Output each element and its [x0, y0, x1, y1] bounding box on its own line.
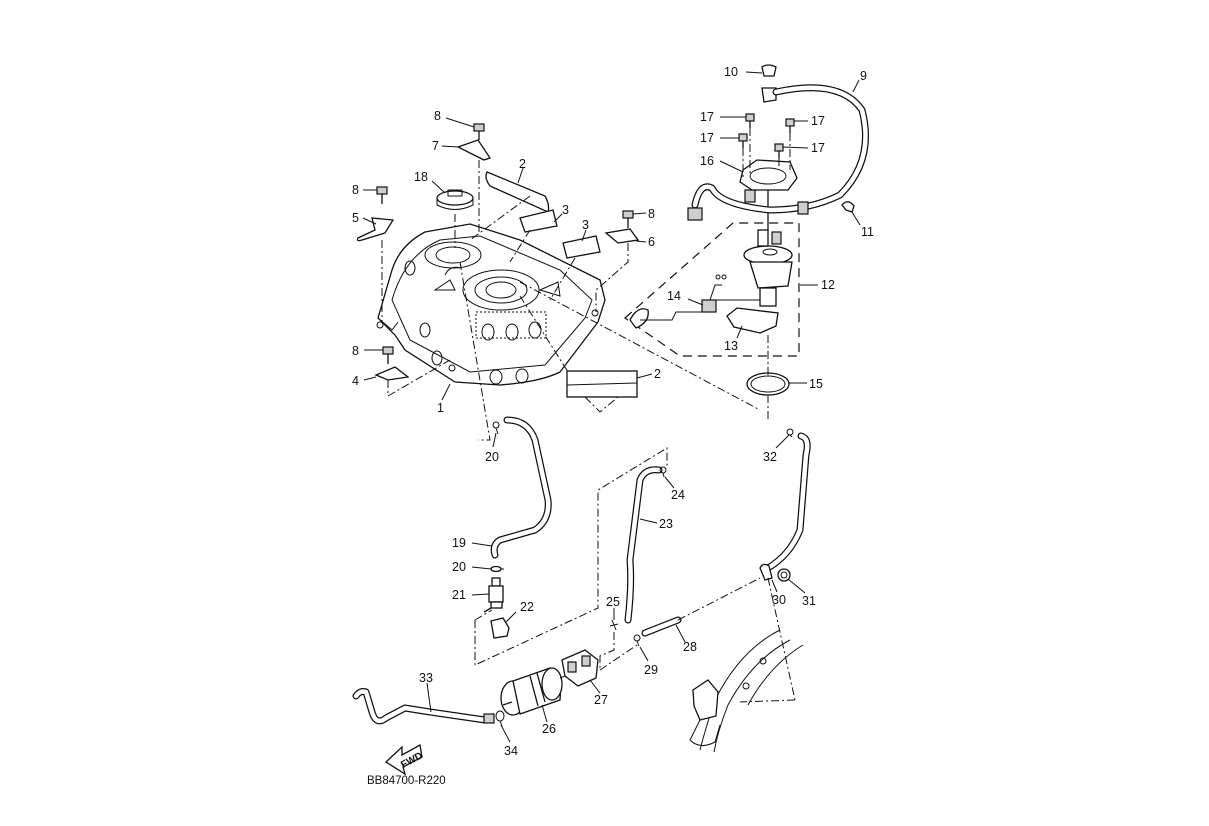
fwd-arrow-icon: FWD	[384, 743, 425, 776]
fuel-pump-drawing	[743, 170, 793, 307]
callout-label: 14	[667, 289, 681, 303]
drawing-code: BB84700-R220	[367, 775, 446, 787]
callout-label: 30	[772, 593, 786, 607]
callout-label: 21	[452, 588, 466, 602]
bolt-17-drawing	[738, 133, 748, 148]
callout-label: 29	[644, 663, 658, 677]
callout-label: 22	[520, 600, 534, 614]
sender-unit-drawing	[629, 274, 760, 329]
callout-label: 13	[724, 339, 738, 353]
hose-28-drawing	[641, 616, 682, 637]
callout-label: 11	[861, 225, 874, 239]
nut-drawing	[777, 568, 791, 582]
callout-label: 3	[582, 218, 589, 232]
callout-label: 2	[519, 157, 526, 171]
bracket-5-drawing	[356, 217, 395, 242]
clamp-drawing	[786, 428, 794, 438]
callout-label: 8	[352, 344, 359, 358]
clamp-drawing	[490, 565, 504, 573]
breather-hose-drawing	[490, 416, 552, 559]
callout-label: 8	[434, 109, 441, 123]
callout-label: 25	[606, 595, 620, 609]
callout-label: 3	[562, 203, 569, 217]
callout-label: 8	[648, 207, 655, 221]
vent-hose-drawing	[764, 432, 811, 572]
bolt-17-drawing	[745, 113, 755, 128]
callout-label: 17	[811, 141, 825, 155]
callout-label: 23	[659, 517, 673, 531]
callout-label: 31	[802, 594, 816, 608]
evap-group-frame	[474, 447, 668, 666]
callout-label: 4	[352, 374, 359, 388]
connector-drawing	[761, 87, 777, 103]
bolt-drawing	[473, 123, 485, 140]
damper-drawing	[562, 235, 601, 259]
callout-label: 1	[437, 401, 444, 415]
clamp-drawing	[633, 634, 641, 647]
callout-label: 16	[700, 154, 714, 168]
callout-label: 32	[763, 450, 777, 464]
callout-label: 18	[414, 170, 428, 184]
callout-label: 28	[683, 640, 697, 654]
cap-drawing	[761, 64, 777, 77]
callout-label: 34	[504, 744, 518, 758]
callout-label: 24	[671, 488, 685, 502]
drain-hose-drawing	[352, 688, 495, 725]
clip-drawing	[759, 563, 773, 581]
frame-drawing	[689, 577, 804, 753]
clip-drawing	[841, 201, 855, 213]
valve-drawing	[483, 577, 504, 613]
callout-label: 26	[542, 722, 556, 736]
bracket-4-drawing	[374, 366, 410, 381]
clamp-drawing	[492, 421, 500, 435]
callout-label: 33	[419, 671, 433, 685]
callout-label: 9	[860, 69, 867, 83]
callouts: 8 7 2 18 8 5 3 3 8 6 8 4 1	[352, 65, 874, 758]
bolt-drawing	[376, 186, 388, 204]
hose-23-drawing	[624, 466, 663, 624]
o-ring-drawing	[746, 372, 790, 396]
fwd-label: FWD	[399, 750, 424, 770]
bolt-17-drawing	[774, 143, 784, 158]
protector-drawing	[485, 171, 550, 213]
bolt-drawing	[622, 210, 634, 228]
callout-label: 15	[809, 377, 823, 391]
clamp-drawing	[495, 710, 505, 727]
callout-label: 7	[432, 139, 439, 153]
bolt-17-drawing	[785, 118, 795, 133]
callout-label: 17	[700, 131, 714, 145]
cap-seal-drawing	[436, 189, 474, 210]
fuel-hose-drawing	[687, 84, 869, 221]
callout-label: 19	[452, 536, 466, 550]
bracket-7-drawing	[456, 139, 492, 161]
callout-label: 6	[648, 235, 655, 249]
canister-holder-drawing	[561, 649, 599, 687]
callout-label: 8	[352, 183, 359, 197]
canister-drawing	[500, 667, 563, 716]
assembly-lines	[381, 160, 761, 441]
bracket-6-drawing	[604, 228, 640, 244]
callout-label: 2	[654, 367, 661, 381]
gasket-drawing	[726, 307, 779, 334]
holder-drawing	[490, 617, 510, 639]
bolt-drawing	[382, 346, 394, 364]
callout-label: 12	[821, 278, 835, 292]
protector-lower-drawing	[566, 370, 638, 398]
damper-drawing	[519, 209, 558, 233]
callout-label: 5	[352, 211, 359, 225]
fuel-pump-assembly-boundary	[624, 222, 800, 357]
callout-label: 20	[452, 560, 466, 574]
callout-label: 27	[594, 693, 608, 707]
fuel-tank-drawing	[376, 223, 606, 386]
callout-label: 20	[485, 450, 499, 464]
retainer-plate-drawing	[739, 159, 798, 191]
clamp-drawing	[609, 619, 619, 631]
callout-label: 17	[700, 110, 714, 124]
clamp-drawing	[659, 466, 667, 478]
callout-label: 10	[724, 65, 738, 79]
callout-label: 17	[811, 114, 825, 128]
